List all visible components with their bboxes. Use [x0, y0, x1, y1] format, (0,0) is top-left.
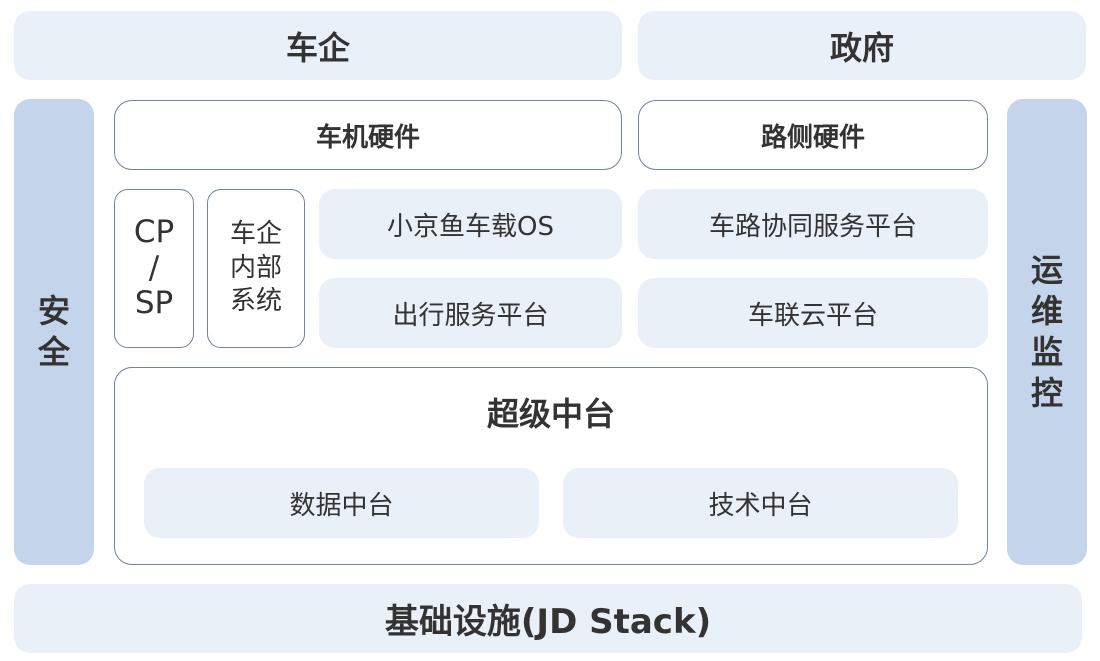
- data-platform-block: 数据中台: [144, 468, 539, 538]
- internal-system-line: 车企: [229, 218, 282, 249]
- automakers-block: 车企: [14, 11, 622, 80]
- in-vehicle-os-block: 小京鱼车载OS: [319, 189, 622, 259]
- v2x-service-block: 车路协同服务平台: [638, 189, 988, 259]
- v2x-service-label: 车路协同服务平台: [708, 211, 917, 242]
- mobility-service-block: 出行服务平台: [319, 278, 622, 348]
- cp-sp-block: CP / SP: [114, 189, 194, 348]
- government-label: 政府: [829, 28, 894, 67]
- infrastructure-label: 基础设施(JD Stack): [384, 602, 712, 642]
- tech-platform-label: 技术中台: [708, 490, 813, 521]
- cp-sp-line: SP: [134, 285, 174, 322]
- security-char: 安: [37, 292, 70, 331]
- automakers-label: 车企: [285, 28, 350, 67]
- in-vehicle-os-label: 小京鱼车载OS: [387, 211, 554, 242]
- super-platform-title: 超级中台: [486, 395, 615, 433]
- cp-sp-line: CP: [133, 214, 175, 251]
- ops-char: 监: [1030, 333, 1063, 371]
- iov-cloud-block: 车联云平台: [638, 278, 988, 348]
- ops-char: 维: [1030, 292, 1063, 331]
- internal-system-line: 系统: [229, 286, 282, 317]
- ops-monitoring-bar: 运 维 监 控: [1007, 99, 1087, 565]
- security-bar: 安 全: [14, 99, 94, 565]
- cp-sp-line: /: [148, 249, 160, 286]
- ops-char: 运: [1030, 251, 1063, 290]
- roadside-hardware-label: 路侧硬件: [760, 122, 865, 153]
- infrastructure-block: 基础设施(JD Stack): [14, 584, 1082, 653]
- vehicle-hardware-label: 车机硬件: [315, 122, 420, 153]
- ops-char: 控: [1030, 373, 1063, 412]
- mobility-service-label: 出行服务平台: [392, 300, 549, 331]
- vehicle-hardware-block: 车机硬件: [114, 100, 622, 170]
- tech-platform-block: 技术中台: [563, 468, 958, 538]
- iov-cloud-label: 车联云平台: [747, 300, 878, 331]
- data-platform-label: 数据中台: [289, 490, 394, 521]
- internal-system-block: 车企 内部 系统: [207, 189, 305, 348]
- security-char: 全: [37, 333, 70, 371]
- super-platform-block: 超级中台 数据中台 技术中台: [114, 367, 988, 565]
- government-block: 政府: [638, 11, 1086, 80]
- roadside-hardware-block: 路侧硬件: [638, 100, 988, 170]
- internal-system-line: 内部: [229, 252, 282, 283]
